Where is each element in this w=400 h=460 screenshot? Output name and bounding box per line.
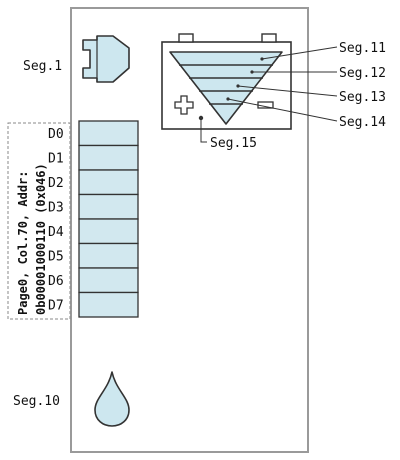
- data-bit-cell-d2: [78, 169, 139, 196]
- data-bit-label-d1: D1: [48, 152, 64, 167]
- data-bit-cell-d5: [78, 242, 139, 269]
- seg15-label: Seg.15: [210, 136, 257, 151]
- data-bit-label-d3: D3: [48, 201, 64, 216]
- data-bit-cell-d6: [78, 267, 139, 294]
- data-bit-cell-d1: [78, 144, 139, 171]
- seg14-label: Seg.14: [339, 115, 386, 130]
- address-label-group: Page0, Col.70, Addr:: [16, 171, 30, 316]
- seg11-leader: [261, 46, 338, 60]
- address-line-1: Page0, Col.70, Addr:: [16, 171, 30, 316]
- seg1-label: Seg.1: [23, 59, 62, 74]
- seg15-leader: [200, 118, 207, 143]
- address-line-2: 0b00001000110 (0x046): [34, 163, 48, 315]
- address-box: [7, 122, 71, 320]
- data-bit-label-d0: D0: [48, 127, 64, 142]
- leader-lines: [200, 46, 338, 143]
- droplet-icon: [94, 371, 130, 427]
- address-label-group-2: 0b00001000110 (0x046): [34, 163, 48, 315]
- plus-icon: [174, 95, 194, 115]
- data-bit-cell-d7: [78, 291, 139, 318]
- seg12-label: Seg.12: [339, 66, 386, 81]
- seg13-leader: [237, 85, 338, 97]
- data-bit-label-d6: D6: [48, 274, 64, 289]
- battery-icon: [161, 33, 292, 130]
- data-bit-label-d4: D4: [48, 225, 64, 240]
- plug-icon: [82, 35, 130, 83]
- data-bit-cell-d4: [78, 218, 139, 245]
- data-bit-cell-d3: [78, 193, 139, 220]
- data-bit-label-d7: D7: [48, 299, 64, 314]
- seg11-label: Seg.11: [339, 41, 386, 56]
- data-bit-cell-d0: [78, 120, 139, 147]
- seg14-leader: [227, 98, 338, 122]
- seg13-label: Seg.13: [339, 90, 386, 105]
- data-bit-label-d5: D5: [48, 250, 64, 265]
- seg10-label: Seg.10: [13, 394, 60, 409]
- data-bit-label-d2: D2: [48, 176, 64, 191]
